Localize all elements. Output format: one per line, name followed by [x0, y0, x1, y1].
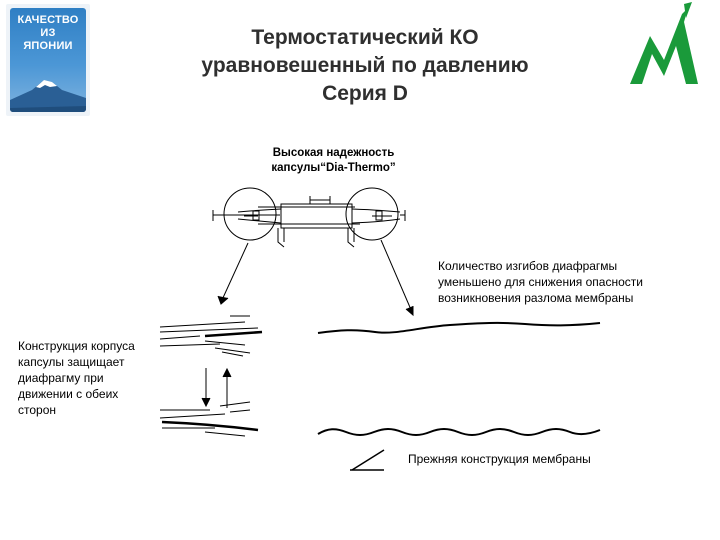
capsule-reliability-label: Высокая надежность капсулы“Dia-Thermo”	[246, 146, 421, 176]
housing-line-4: движении с обеих	[18, 387, 119, 401]
housing-line-2: капсулы защищает	[18, 355, 125, 369]
page-title: Термостатический КО уравновешенный по да…	[170, 24, 560, 108]
badge-line-3: ЯПОНИИ	[23, 40, 73, 52]
housing-line-5: сторон	[18, 403, 57, 417]
bends-line-3: возникновения разлома мембраны	[438, 291, 634, 305]
new-diaphragm-upper	[159, 315, 263, 357]
quality-badge: КАЧЕСТВО ИЗ ЯПОНИИ	[6, 4, 90, 116]
steam-trap-drawing	[212, 187, 406, 248]
bends-line-2: уменьшено для снижения опасности	[438, 275, 643, 289]
new-diaphragm-lower	[159, 401, 259, 437]
housing-line-1: Конструкция корпуса	[18, 339, 135, 353]
badge-text: КАЧЕСТВО ИЗ ЯПОНИИ	[10, 14, 86, 53]
title-line-2: уравновешенный по давлению	[201, 54, 529, 77]
new-diaphragm-wave	[317, 321, 601, 334]
badge-line-2: ИЗ	[40, 27, 56, 39]
capsule-label-line-1: Высокая надежность	[272, 147, 395, 159]
motion-arrows	[201, 367, 232, 408]
title-line-3: Серия D	[322, 82, 408, 105]
pointer-arrows	[217, 239, 414, 317]
housing-line-3: диафрагму при	[18, 371, 104, 385]
badge-line-1: КАЧЕСТВО	[17, 14, 79, 26]
bends-line-1: Количество изгибов диафрагмы	[438, 259, 618, 273]
capsule-label-line-2: капсулы“Dia-Thermo”	[271, 162, 396, 174]
old-design-label: Прежняя конструкция мембраны	[408, 451, 668, 467]
company-logo-icon	[630, 2, 698, 84]
mountain-icon	[10, 80, 86, 112]
title-line-1: Термостатический КО	[251, 26, 479, 49]
old-design-pointer	[350, 449, 385, 471]
old-design-line-1: Прежняя конструкция мембраны	[408, 452, 591, 466]
housing-protection-label: Конструкция корпуса капсулы защищает диа…	[18, 338, 168, 418]
diaphragm-bends-label: Количество изгибов диафрагмы уменьшено д…	[438, 258, 688, 306]
old-diaphragm-wave	[317, 428, 601, 436]
quality-badge-panel: КАЧЕСТВО ИЗ ЯПОНИИ	[10, 8, 86, 112]
